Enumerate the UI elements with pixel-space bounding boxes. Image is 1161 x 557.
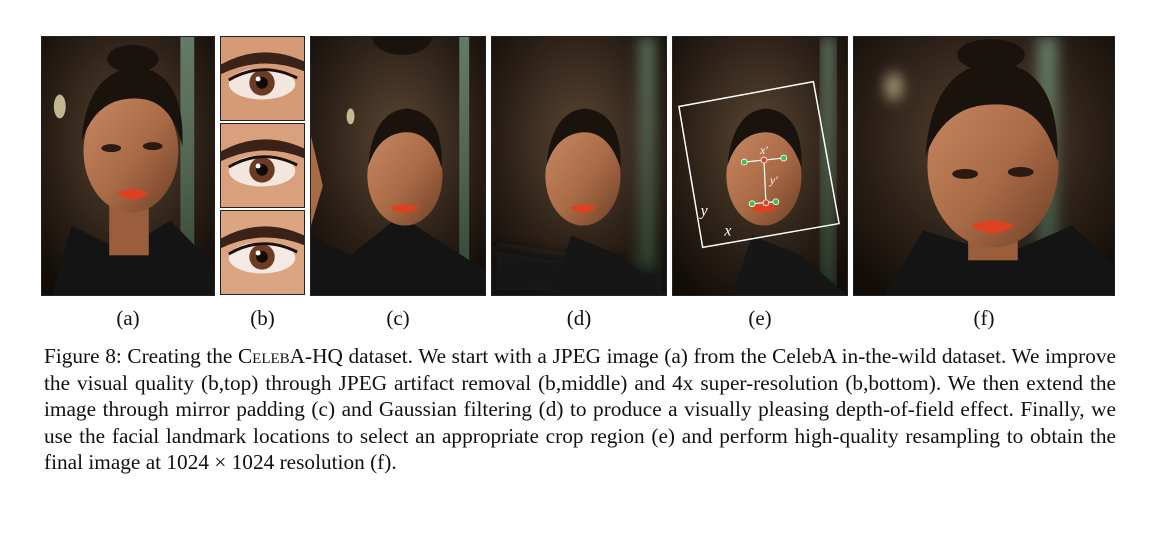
crop-region-square xyxy=(678,80,840,249)
caption-resolution: 1024 × 1024 xyxy=(166,450,275,474)
panel-c-mirror-padded-image xyxy=(310,36,486,296)
x-prime-label: x′ xyxy=(759,143,768,157)
sublabel-f: (f) xyxy=(973,306,995,330)
caption-part2: dataset. We start with a JPEG image (a) … xyxy=(44,344,1116,474)
figure-caption: Figure 8: Creating the CelebA-HQ dataset… xyxy=(44,343,1116,476)
caption-dataset-name: CelebA-HQ xyxy=(237,344,343,368)
y-prime-label: y′ xyxy=(769,173,778,187)
panel-a-original-image xyxy=(41,36,215,296)
sublabel-d: (d) xyxy=(566,306,592,330)
x-axis-label: x xyxy=(723,222,731,239)
caption-part3: resolution (f). xyxy=(274,450,397,474)
sublabel-b: (b) xyxy=(250,306,275,330)
y-axis-label: y xyxy=(699,203,709,220)
sublabel-a: (a) xyxy=(116,306,140,330)
panel-b-bottom-eye-crop xyxy=(220,210,305,295)
sublabel-c: (c) xyxy=(386,306,410,330)
panel-f-final-image xyxy=(853,36,1115,296)
panel-b-top-eye-crop xyxy=(220,36,305,121)
caption-part1: Figure 8: Creating the xyxy=(44,344,238,368)
sublabel-e: (e) xyxy=(748,306,772,330)
panel-b-middle-eye-crop xyxy=(220,123,305,208)
panel-d-gaussian-filtered-image xyxy=(491,36,667,296)
panel-e-crop-region-image: y′ x′ y x xyxy=(672,36,848,296)
